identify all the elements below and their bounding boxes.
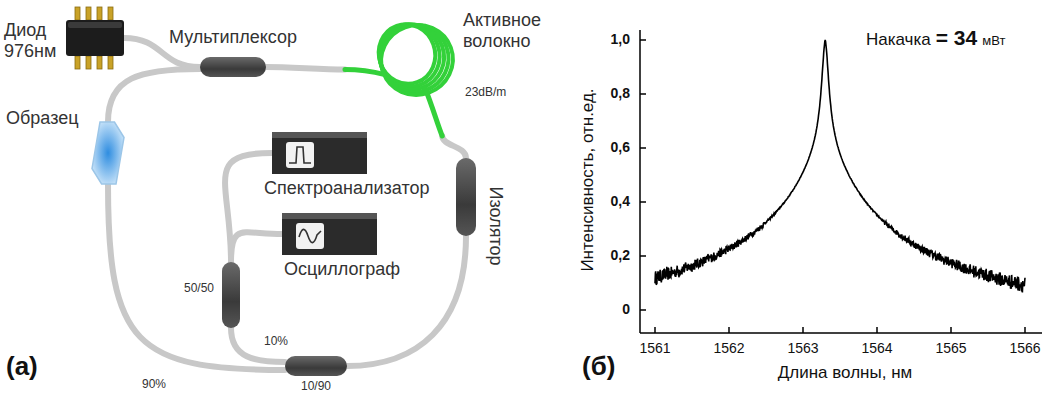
- y-tick-label: 0,2: [611, 248, 630, 263]
- tick: [640, 255, 646, 257]
- chip-highlight: [68, 22, 122, 28]
- tick: [950, 327, 952, 333]
- component-label: Образец: [6, 108, 79, 129]
- x-tick-label: 1563: [787, 341, 818, 356]
- tick: [640, 93, 646, 95]
- oscilloscope: Осциллограф: [282, 213, 377, 255]
- device-case: [272, 132, 367, 174]
- y-tick-label: 0: [622, 302, 630, 317]
- fiber-lead: [425, 88, 442, 136]
- device-top: [272, 132, 367, 138]
- optical-fiber: [442, 136, 466, 158]
- component-label: Диод 976нм: [4, 20, 64, 61]
- tick: [876, 327, 878, 333]
- device-case: [282, 213, 377, 255]
- sine-icon: [299, 229, 321, 242]
- chip-pin: [97, 56, 102, 69]
- fiber-loop: [371, 15, 462, 105]
- panel-letter: (б): [582, 352, 615, 381]
- chip-pin: [75, 7, 80, 20]
- diode-chip-symbol: [66, 20, 124, 56]
- optical-fiber: [266, 67, 345, 69]
- axis-title: Длина волны, нм: [778, 364, 912, 383]
- component-label: Мультиплексор: [169, 27, 297, 48]
- y-ticks: [640, 40, 646, 310]
- annotation: Накачка: [866, 30, 931, 50]
- tick: [640, 309, 646, 311]
- laser-diode: Диод 976нм: [66, 20, 124, 56]
- x-tick-label: 1564: [861, 341, 892, 356]
- chip-pin: [86, 7, 91, 20]
- optical-fiber: [108, 69, 200, 122]
- y-axis: [639, 30, 641, 333]
- x-axis: [640, 332, 1042, 334]
- tick: [802, 327, 804, 333]
- x-tick-label: 1566: [1009, 341, 1040, 356]
- optical-fiber: [108, 184, 285, 370]
- axis-title: Интенсивность, отн.ед.: [579, 88, 598, 271]
- annotation-unit: мВт: [982, 33, 1005, 48]
- tick: [640, 147, 646, 149]
- tick: [728, 327, 730, 333]
- chart-axes: [640, 30, 1042, 333]
- chip-pin: [86, 56, 91, 69]
- tick: [654, 327, 656, 333]
- y-tick-label: 1,0: [611, 32, 630, 47]
- oscilloscope-body: [282, 213, 377, 255]
- tick: [640, 201, 646, 203]
- split-ratio: 90%: [140, 377, 168, 391]
- device-screen: [296, 223, 324, 249]
- annotation-value: = 34: [936, 26, 977, 50]
- x-tick-label: 1565: [935, 341, 966, 356]
- chip-pin: [108, 56, 113, 69]
- y-tick-label: 0,4: [611, 194, 630, 209]
- component-label: Изолятор: [485, 187, 506, 266]
- coupler-10-90: 10/90: [285, 356, 347, 376]
- y-tick-label: 0,8: [611, 86, 630, 101]
- x-ticks: [655, 327, 1025, 333]
- spectrum-analyzer-body: [272, 132, 367, 174]
- chip-pin: [97, 7, 102, 20]
- sample-outline: [92, 122, 124, 184]
- fiber-coil: [345, 8, 453, 136]
- component-label: Осциллограф: [284, 259, 400, 280]
- component-label: Активное волокно: [463, 10, 553, 51]
- tick: [1024, 327, 1026, 333]
- multiplexer: Мультиплексор: [200, 57, 266, 77]
- spectrum-analyzer: Спектроанализатор: [272, 132, 367, 174]
- chip-body: [66, 20, 124, 56]
- device-top: [282, 213, 377, 219]
- coupler-ratio: 10/90: [301, 380, 331, 394]
- optical-fiber: [231, 232, 282, 262]
- active-fiber: Активное волокно23dB/m: [345, 8, 453, 136]
- device-screen: [286, 142, 314, 168]
- annotation-row: Накачка= 34 мВт: [866, 26, 1005, 50]
- split-ratio: 10%: [262, 334, 290, 348]
- optical-fiber: [347, 236, 466, 366]
- tick: [640, 39, 646, 41]
- gain-value: 23dB/m: [465, 86, 506, 100]
- spectrum-curve: [655, 40, 1025, 293]
- coupler-50-50: 50/50: [222, 262, 240, 328]
- fiber-lead: [345, 69, 385, 74]
- component-label: Спектроанализатор: [264, 178, 430, 199]
- chip-pin: [75, 56, 80, 69]
- sample-crystal: [92, 122, 124, 184]
- panel-letter: (а): [6, 352, 38, 381]
- sample: Образец: [92, 122, 124, 184]
- x-tick-label: 1562: [713, 341, 744, 356]
- isolator: Изолятор: [456, 158, 476, 236]
- x-tick-label: 1561: [639, 341, 670, 356]
- fiber-loop: [371, 15, 458, 101]
- y-tick-label: 0,6: [611, 140, 630, 155]
- chip-pin: [108, 7, 113, 20]
- coupler-ratio: 50/50: [184, 282, 214, 296]
- pulse-icon: [289, 147, 311, 163]
